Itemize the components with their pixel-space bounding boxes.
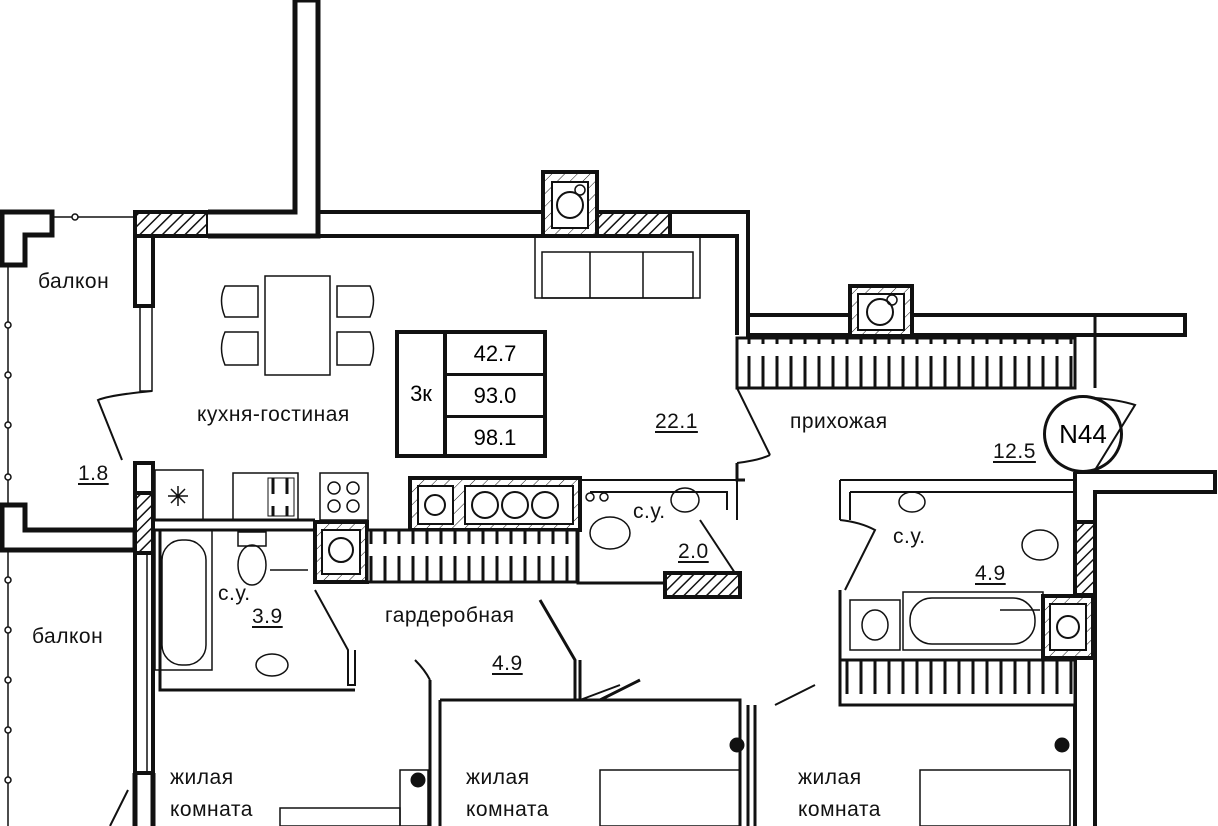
apartment-summary-box: 3к 42.7 93.0 98.1: [395, 330, 547, 458]
room-name-bedroom-1: жилая комната: [170, 766, 253, 821]
room-area-balcony-top: 1.8: [78, 462, 109, 485]
room-area-kitchen-living: 22.1: [655, 410, 698, 433]
room-name-balcony-top: балкон: [38, 270, 110, 293]
room-area-hallway: 12.5: [993, 440, 1036, 463]
room-name-hallway: прихожая: [790, 410, 888, 433]
room-name-bedroom-3: жилая комната: [798, 766, 881, 821]
room-count: 3к: [399, 334, 447, 454]
room-area-wardrobe: 4.9: [492, 652, 523, 675]
room-name-bathroom-small: с.у.: [633, 500, 666, 523]
total-area-with-balcony: 98.1: [473, 424, 517, 450]
total-area: 93.0: [447, 376, 543, 418]
room-name-wardrobe: гардеробная: [385, 604, 515, 627]
room-area-bathroom-right: 4.9: [975, 562, 1006, 585]
room-area-bathroom-small: 2.0: [678, 540, 709, 563]
room-name-bathroom-left: с.у.: [218, 582, 251, 605]
living-area: 42.7: [447, 334, 543, 376]
room-name-bedroom-2: жилая комната: [466, 766, 549, 821]
snowflake-icon: [168, 486, 188, 506]
room-name-kitchen-living: кухня-гостиная: [197, 403, 350, 426]
room-name-bathroom-right: с.у.: [893, 525, 926, 548]
apartment-number-badge: N44: [1043, 395, 1123, 473]
room-area-bathroom-left: 3.9: [252, 605, 283, 628]
room-name-balcony-bottom: балкон: [32, 625, 104, 648]
